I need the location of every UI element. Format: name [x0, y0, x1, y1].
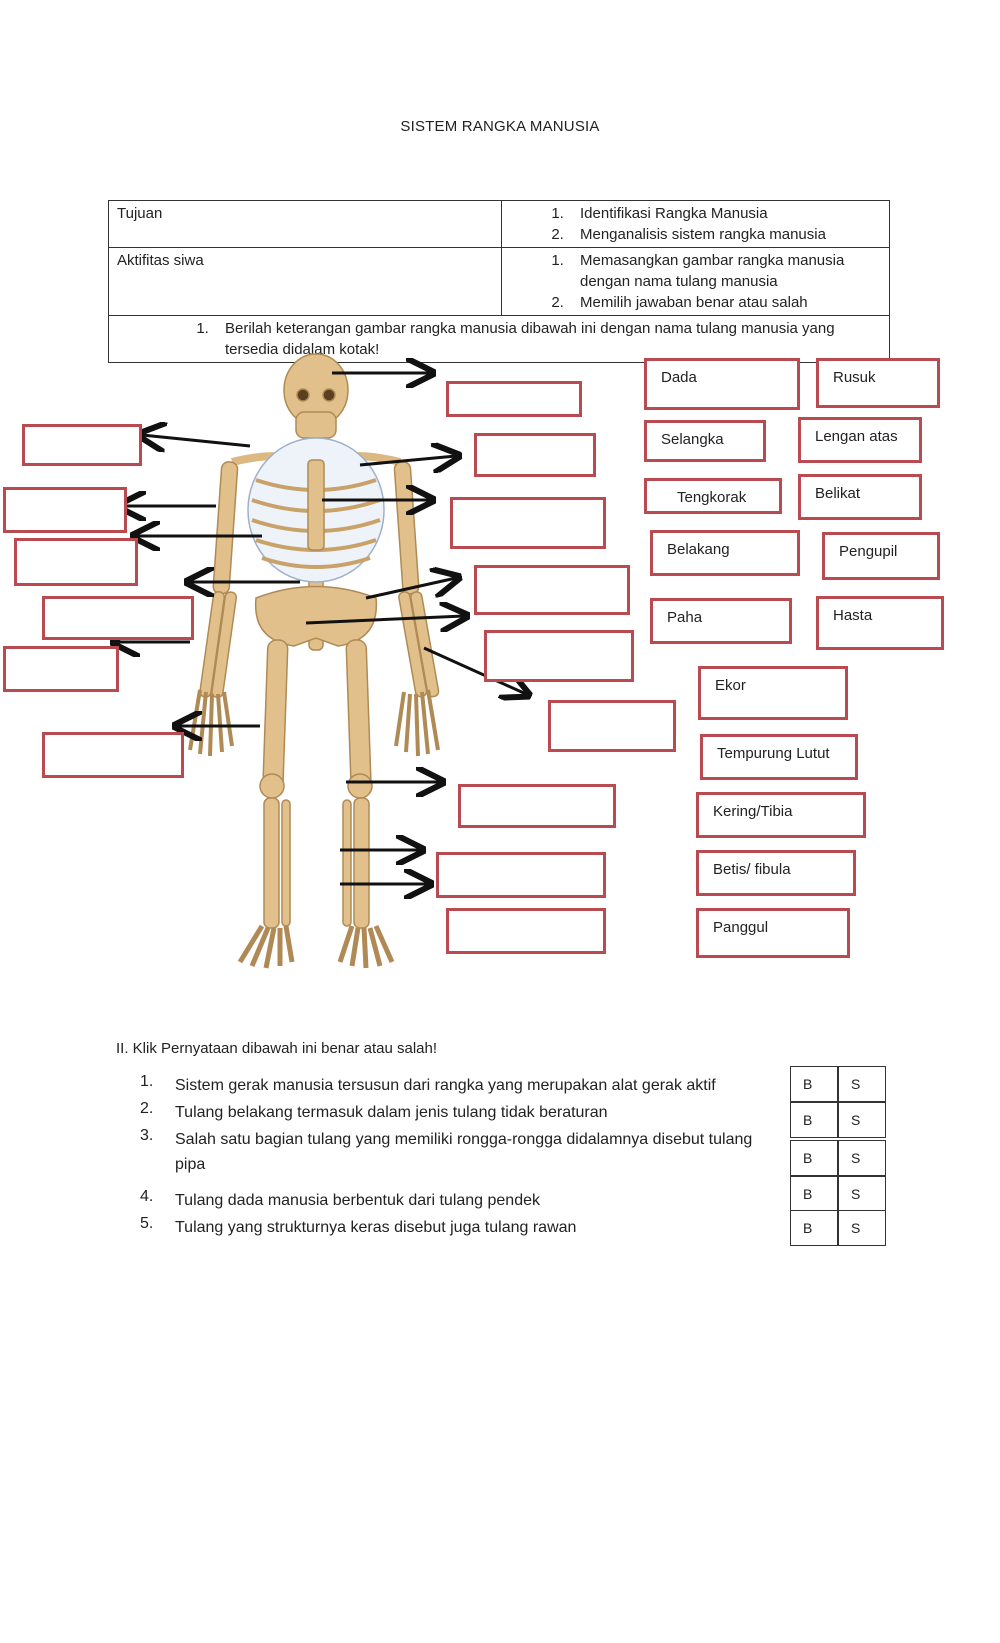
- tujuan-item: Menganalisis sistem rangka manusia: [568, 224, 881, 245]
- label-selangka[interactable]: Selangka: [644, 420, 766, 462]
- drop-target-1[interactable]: [446, 381, 582, 417]
- answer-s-4[interactable]: S: [838, 1176, 886, 1212]
- answer-s-1[interactable]: S: [838, 1066, 886, 1102]
- label-ekor[interactable]: Ekor: [698, 666, 848, 720]
- drop-target-3[interactable]: [450, 497, 606, 549]
- statement-2: Tulang belakang termasuk dalam jenis tul…: [175, 1104, 608, 1121]
- drop-target-6[interactable]: [548, 700, 676, 752]
- label-tempurung-lutut[interactable]: Tempurung Lutut: [700, 734, 858, 780]
- drop-target-9[interactable]: [446, 908, 606, 954]
- answer-b-2[interactable]: B: [790, 1102, 838, 1138]
- statement-1: Sistem gerak manusia tersusun dari rangk…: [175, 1077, 716, 1094]
- answer-s-2[interactable]: S: [838, 1102, 886, 1138]
- drop-target-4[interactable]: [474, 565, 630, 615]
- label-tengkorak[interactable]: Tengkorak: [644, 478, 782, 514]
- aktifitas-item: Memasangkan gambar rangka manusia dengan…: [568, 250, 881, 292]
- answer-b-4[interactable]: B: [790, 1176, 838, 1212]
- tujuan-list: Identifikasi Rangka Manusia Menganalisis…: [501, 200, 890, 248]
- section-two-heading: II. Klik Pernyataan dibawah ini benar at…: [116, 1040, 438, 1057]
- info-table: Tujuan Identifikasi Rangka Manusia Menga…: [108, 200, 890, 363]
- label-hasta[interactable]: Hasta: [816, 596, 944, 650]
- drop-target-10[interactable]: [22, 424, 142, 466]
- statement-number: 4.: [140, 1188, 154, 1205]
- label-rusuk[interactable]: Rusuk: [816, 358, 940, 408]
- drop-target-14[interactable]: [3, 646, 119, 692]
- skeleton-figure: [188, 353, 440, 969]
- label-betis-fibula[interactable]: Betis/ fibula: [696, 850, 856, 896]
- aktifitas-item: Memilih jawaban benar atau salah: [568, 292, 881, 313]
- drop-target-15[interactable]: [42, 732, 184, 778]
- drop-target-2[interactable]: [474, 433, 596, 477]
- page-title: SISTEM RANGKA MANUSIA: [400, 118, 600, 135]
- tujuan-item: Identifikasi Rangka Manusia: [568, 203, 881, 224]
- statement-number: 3.: [140, 1127, 154, 1144]
- pointer-arrows: [116, 373, 526, 884]
- statement-5: Tulang yang strukturnya keras disebut ju…: [175, 1219, 577, 1236]
- label-panggul[interactable]: Panggul: [696, 908, 850, 958]
- answer-b-5[interactable]: B: [790, 1210, 838, 1246]
- answer-s-3[interactable]: S: [838, 1140, 886, 1176]
- skeleton-diagram: [0, 353, 700, 969]
- drop-target-8[interactable]: [436, 852, 606, 898]
- answer-s-5[interactable]: S: [838, 1210, 886, 1246]
- label-belakang[interactable]: Belakang: [650, 530, 800, 576]
- statement-3: Salah satu bagian tulang yang memiliki r…: [175, 1131, 753, 1173]
- label-belikat[interactable]: Belikat: [798, 474, 922, 520]
- statement-number: 2.: [140, 1100, 154, 1117]
- answer-b-1[interactable]: B: [790, 1066, 838, 1102]
- drop-target-13[interactable]: [42, 596, 194, 640]
- answer-b-3[interactable]: B: [790, 1140, 838, 1176]
- instruction-cell: Berilah keterangan gambar rangka manusia…: [108, 315, 890, 363]
- instruction-text: Berilah keterangan gambar rangka manusia…: [213, 318, 881, 360]
- tujuan-label: Tujuan: [108, 200, 502, 248]
- label-lengan-atas[interactable]: Lengan atas: [798, 417, 922, 463]
- label-dada[interactable]: Dada: [644, 358, 800, 410]
- label-pengupil[interactable]: Pengupil: [822, 532, 940, 580]
- drop-target-5[interactable]: [484, 630, 634, 682]
- statement-4: Tulang dada manusia berbentuk dari tulan…: [175, 1192, 540, 1209]
- label-kering-tibia[interactable]: Kering/Tibia: [696, 792, 866, 838]
- drop-target-11[interactable]: [3, 487, 127, 533]
- aktifitas-label: Aktifitas siwa: [108, 247, 502, 316]
- statement-number: 1.: [140, 1073, 154, 1090]
- drop-target-7[interactable]: [458, 784, 616, 828]
- label-paha[interactable]: Paha: [650, 598, 792, 644]
- aktifitas-list: Memasangkan gambar rangka manusia dengan…: [501, 247, 890, 316]
- statement-number: 5.: [140, 1215, 154, 1232]
- drop-target-12[interactable]: [14, 538, 138, 586]
